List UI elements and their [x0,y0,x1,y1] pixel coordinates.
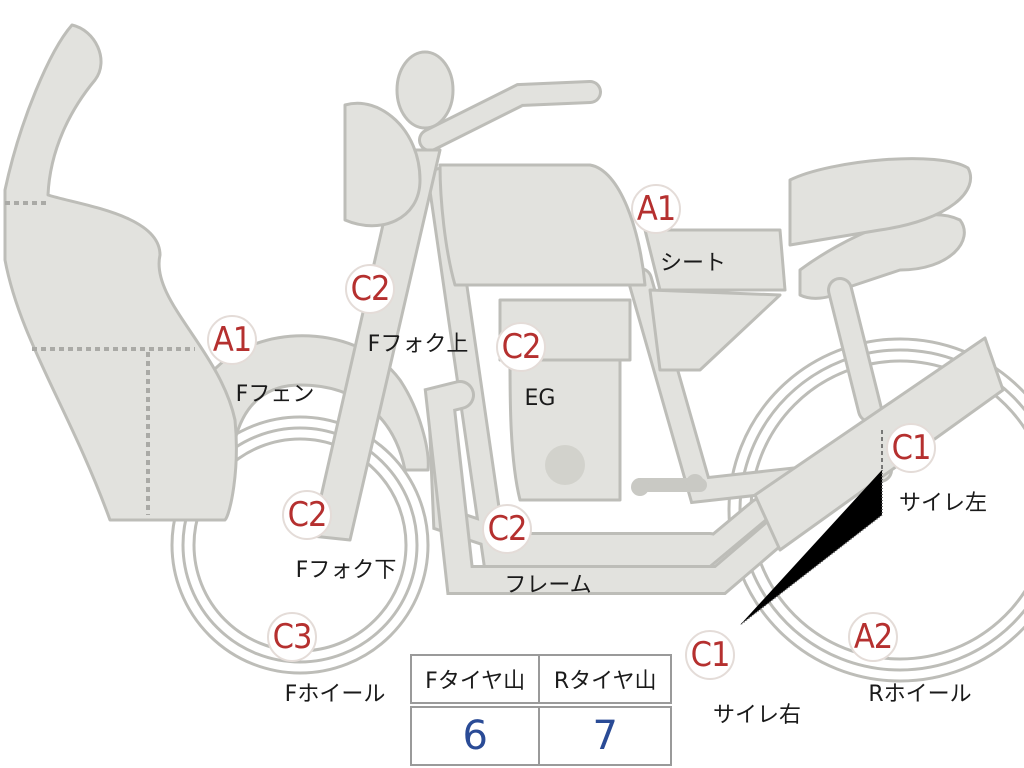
front-fork-shape [310,148,442,542]
grade-marker-fork-upper: C2 [345,264,395,314]
grade-marker-fender-front: A1 [207,315,257,365]
label-wheel-front: Fホイール [284,682,386,707]
rear-tire-header: Rタイヤ山 [538,654,672,706]
front-tire-header: Fタイヤ山 [409,654,541,706]
tire-tread-table: Fタイヤ山 Rタイヤ山 6 7 [409,654,672,766]
label-fork-lower: Fフォク下 [295,558,397,583]
label-wheel-rear: Rホイール [868,682,972,707]
muffler-shape [753,336,1005,552]
label-frame: フレーム [504,573,592,598]
grade-marker-seat: A1 [631,184,681,234]
cowl-shape [3,23,238,522]
grade-marker-engine: C2 [496,322,546,372]
label-muffler-left: サイレ左 [898,491,988,516]
grade-marker-wheel-front: C3 [267,612,317,662]
grade-marker-fork-lower: C2 [282,490,332,540]
grade-marker-wheel-rear: A2 [848,612,898,662]
front-wheel-shape [181,426,419,664]
grade-marker-muffler-left: C1 [886,423,936,473]
grade-marker-muffler-right: C1 [685,630,735,680]
label-engine: EG [524,386,556,411]
fuel-tank-shape [438,163,647,287]
rear-tire-value: 7 [538,704,672,766]
label-fender-front: Fフェン [235,382,315,407]
grade-marker-frame: C2 [482,504,532,554]
label-muffler-right: サイレ右 [712,703,802,728]
label-seat: シート [659,251,727,276]
seat-shape [643,228,787,292]
label-fork-upper: Fフォク上 [367,332,469,357]
front-tire-value: 6 [409,704,541,766]
